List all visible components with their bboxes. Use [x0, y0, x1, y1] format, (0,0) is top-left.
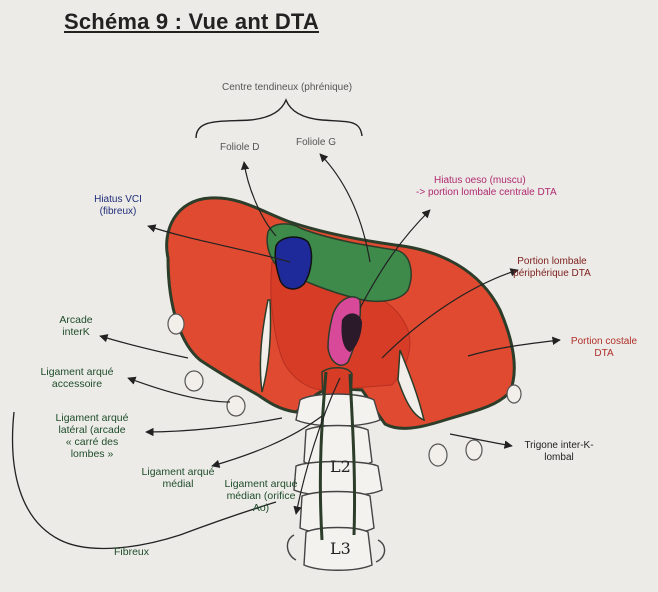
- label-ligament-medial: Ligament arqué médial: [128, 466, 228, 490]
- label-foliole-g: Foliole G: [296, 137, 337, 148]
- label-ligament-accessoire-line1: Ligament arqué: [40, 366, 114, 378]
- label-ligament-median: Ligament arqué médian (orifice Ao): [212, 478, 310, 514]
- label-l2: L2: [330, 457, 351, 476]
- arrow-portion-costale: [467, 336, 561, 357]
- label-arcade-interk: Arcade interK: [56, 314, 96, 338]
- label-ligament-median-line3: Ao): [252, 502, 270, 514]
- pilier-droit: [318, 371, 328, 541]
- label-ligament-accessoire: Ligament arqué accessoire: [30, 366, 124, 390]
- label-hiatus-vci-line1: Hiatus VCI: [94, 194, 142, 205]
- arrow-foliole-g: [319, 153, 371, 263]
- arrow-ligament-medial: [211, 415, 323, 468]
- label-ligament-lateral-line4: lombes »: [70, 448, 114, 460]
- label-portion-lombale-line1: Portion lombale: [517, 256, 587, 267]
- gap-left: [259, 299, 272, 393]
- label-portion-lombale-line2: périphérique DTA: [513, 268, 591, 279]
- arrow-foliole-d: [240, 161, 277, 237]
- label-ligament-accessoire-line2: accessoire: [51, 378, 103, 390]
- label-hiatus-oeso-line2: -> portion lombale centrale DTA: [416, 187, 557, 198]
- fibreux-bracket: [11, 411, 277, 550]
- page-title: Schéma 9 : Vue ant DTA: [64, 9, 320, 34]
- label-foliole-d: Foliole D: [220, 142, 260, 153]
- label-trigone-line1: Trigone inter-K-: [524, 440, 594, 451]
- label-ligament-medial-line2: médial: [162, 478, 194, 490]
- arrow-ligament-accessoire: [127, 376, 231, 403]
- label-portion-costale-line2: DTA: [594, 348, 614, 359]
- label-fibreux: Fibreux: [114, 546, 150, 558]
- label-trigone-line2: lombal: [544, 452, 574, 463]
- label-ligament-median-line2: médian (orifice: [226, 490, 296, 502]
- label-hiatus-oeso-line1: Hiatus oeso (muscu): [434, 175, 526, 186]
- label-ligament-lateral-line2: latéral (arcade: [58, 424, 126, 436]
- centre-tendineux-brace: [195, 98, 363, 139]
- arrow-hiatus-oeso: [359, 209, 431, 309]
- label-portion-lombale: Portion lombale périphérique DTA: [508, 256, 596, 280]
- rib-tips: [167, 313, 522, 467]
- label-hiatus-vci: Hiatus VCI (fibreux): [86, 194, 150, 218]
- label-hiatus-oeso: Hiatus oeso (muscu) -> portion lombale c…: [416, 175, 557, 199]
- label-ligament-lateral-line3: « carré des: [65, 436, 119, 448]
- arrow-arcade-interk: [99, 334, 189, 359]
- label-ligament-median-line1: Ligament arqué: [224, 478, 298, 490]
- label-ligament-medial-line1: Ligament arqué: [141, 466, 215, 478]
- arrow-ligament-median: [293, 377, 341, 515]
- gap-right: [397, 349, 426, 422]
- label-ligament-lateral: Ligament arqué latéral (arcade « carré d…: [42, 412, 142, 460]
- label-l3: L3: [330, 539, 351, 558]
- pilier-gauche: [348, 373, 357, 536]
- label-arcade-interk-line1: Arcade: [59, 314, 93, 326]
- label-portion-costale-line1: Portion costale: [570, 336, 638, 347]
- label-trigone: Trigone inter-K- lombal: [514, 440, 604, 464]
- hiatus-vci-shape: [274, 236, 313, 290]
- label-hiatus-vci-line2: (fibreux): [99, 206, 137, 217]
- arrow-ligament-lateral: [145, 417, 283, 437]
- arrow-trigone: [449, 433, 513, 449]
- label-portion-costale: Portion costale DTA: [564, 336, 644, 360]
- hiatus-oeso-lumen: [341, 313, 362, 352]
- arrow-portion-lombale: [381, 268, 519, 359]
- label-centre-tendineux: Centre tendineux (phrénique): [222, 82, 353, 93]
- label-ligament-lateral-line1: Ligament arqué: [55, 412, 129, 424]
- label-arcade-interk-line2: interK: [62, 326, 90, 338]
- arrow-hiatus-vci: [147, 224, 291, 263]
